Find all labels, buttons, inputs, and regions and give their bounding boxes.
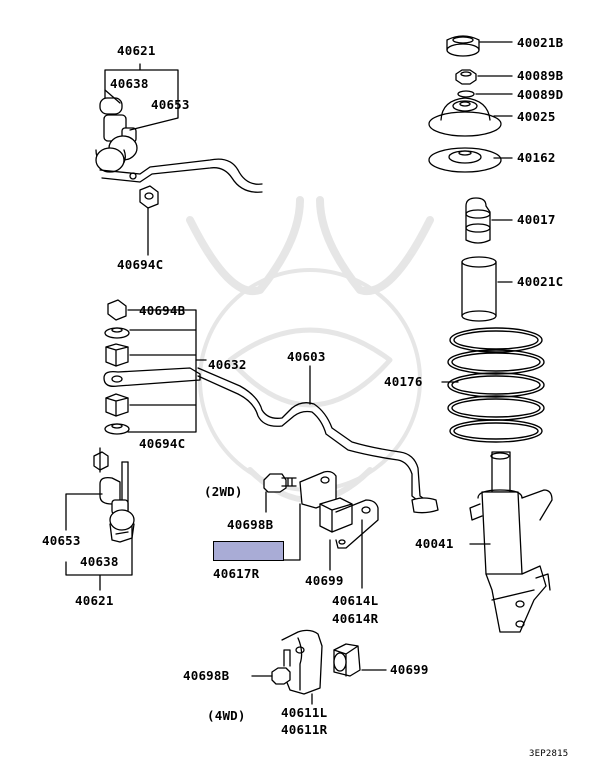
label-40617r[interactable]: 40617R xyxy=(213,566,260,581)
label-40162[interactable]: 40162 xyxy=(517,150,556,165)
label-40699-bottom[interactable]: 40699 xyxy=(390,662,429,677)
label-40694b[interactable]: 40694B xyxy=(139,303,186,318)
leader-40617r xyxy=(283,503,301,561)
label-40638-top[interactable]: 40638 xyxy=(110,76,149,91)
dust-boot-40021c xyxy=(461,256,497,322)
bracket-40614 xyxy=(299,470,379,549)
label-40614l[interactable]: 40614L xyxy=(332,593,379,608)
strut-assembly-40041 xyxy=(469,451,553,633)
label-40025[interactable]: 40025 xyxy=(517,109,556,124)
label-40698b-top[interactable]: 40698B xyxy=(227,517,274,532)
label-40621-bottom[interactable]: 40621 xyxy=(75,593,114,608)
label-40614r[interactable]: 40614R xyxy=(332,611,379,626)
label-40603[interactable]: 40603 xyxy=(287,349,326,364)
stack-40694b xyxy=(103,299,201,435)
bracket-40632 xyxy=(127,309,197,433)
bolt-40698b-top xyxy=(263,473,297,513)
label-40621-top[interactable]: 40621 xyxy=(117,43,156,58)
spring-seat-40162 xyxy=(428,147,502,173)
label-40699-top[interactable]: 40699 xyxy=(305,573,344,588)
highlighted-part-40617r[interactable] xyxy=(213,541,284,561)
label-40632[interactable]: 40632 xyxy=(208,357,247,372)
label-40694c-top[interactable]: 40694C xyxy=(117,257,164,272)
coil-spring-40176 xyxy=(447,327,545,443)
bracket-40621-top xyxy=(104,63,179,131)
diagram-code: 3EP2815 xyxy=(529,749,569,759)
label-40021c[interactable]: 40021C xyxy=(517,274,564,289)
stabilizer-link-bottom xyxy=(93,451,135,543)
stabilizer-bar-40603 xyxy=(197,367,439,514)
bracket-40611 xyxy=(281,629,361,695)
label-40653-bottom[interactable]: 40653 xyxy=(42,533,81,548)
label-40176[interactable]: 40176 xyxy=(384,374,423,389)
label-40638-bottom[interactable]: 40638 xyxy=(80,554,119,569)
label-40089b[interactable]: 40089B xyxy=(517,68,564,83)
label-40611r[interactable]: 40611R xyxy=(281,722,328,737)
bump-stop-40017 xyxy=(465,197,491,244)
leader-40638-top xyxy=(104,89,121,104)
strut-40089b xyxy=(455,69,477,85)
strut-mount-40025 xyxy=(428,97,502,137)
label-40041[interactable]: 40041 xyxy=(415,536,454,551)
label-40694c-mid[interactable]: 40694C xyxy=(139,436,186,451)
note-4wd: (4WD) xyxy=(207,708,246,723)
label-40021b[interactable]: 40021B xyxy=(517,35,564,50)
label-40653-top[interactable]: 40653 xyxy=(151,97,190,112)
strut-40021b xyxy=(446,35,480,57)
label-40611l[interactable]: 40611L xyxy=(281,705,328,720)
note-2wd: (2WD) xyxy=(204,484,243,499)
label-40089d[interactable]: 40089D xyxy=(517,87,564,102)
nut-40694c-top xyxy=(139,185,159,256)
stabilizer-link-top xyxy=(95,97,263,193)
bracket-40621-bottom xyxy=(65,493,133,591)
label-40698b-bottom[interactable]: 40698B xyxy=(183,668,230,683)
label-40017[interactable]: 40017 xyxy=(517,212,556,227)
bolt-40698b-bottom xyxy=(271,649,291,685)
strut-40089d-washer xyxy=(457,90,475,98)
